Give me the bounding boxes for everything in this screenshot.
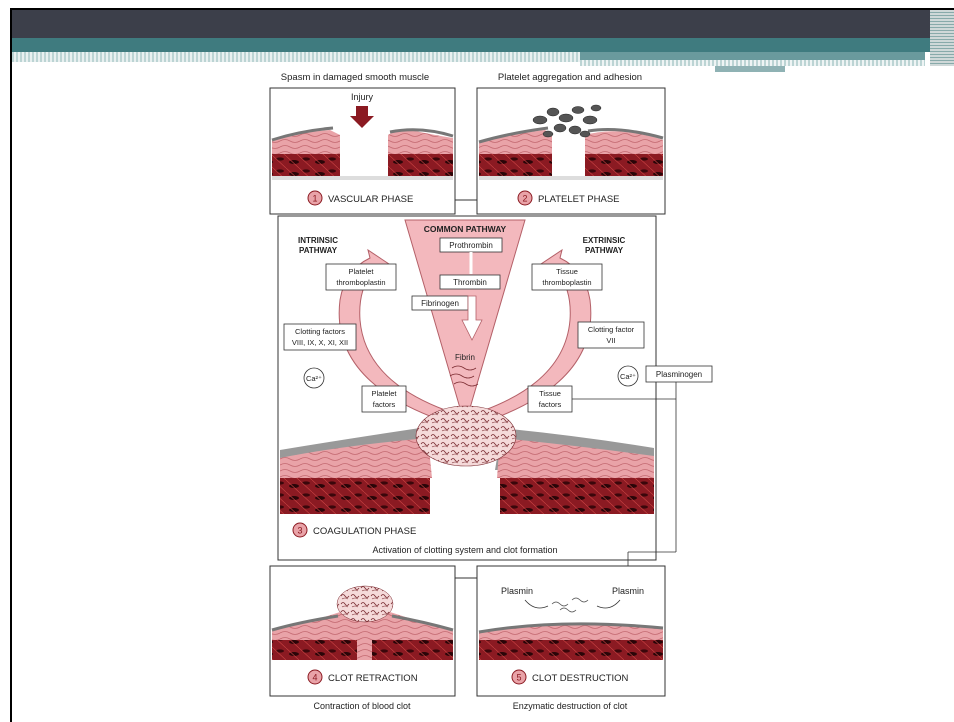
calcium-extrinsic: Ca²⁺	[620, 372, 636, 381]
phase-number-4: 4	[312, 673, 317, 683]
tissue-factors-line1: Tissue	[539, 389, 561, 398]
caption-vascular-spasm: Spasm in damaged smooth muscle	[281, 72, 429, 83]
phase-label-platelet: PLATELET PHASE	[538, 194, 620, 205]
platelet-factors-line1: Platelet	[371, 389, 397, 398]
phase-label-vascular: VASCULAR PHASE	[328, 194, 413, 205]
plasmin-left-label: Plasmin	[501, 586, 533, 596]
prothrombin-label: Prothrombin	[449, 241, 493, 250]
tissue-factors-line2: factors	[539, 400, 562, 409]
panel-vascular-phase: Injury 1 VASCULAR PHASE	[270, 88, 455, 214]
phase-number-5: 5	[516, 673, 521, 683]
caption-clot-enzymatic-destruction: Enzymatic destruction of clot	[513, 701, 628, 711]
clotting-factors-intrinsic-line2: VIII, IX, X, XI, XII	[292, 338, 348, 347]
clotting-factor-extrinsic-line1: Clotting factor	[588, 325, 635, 334]
caption-platelet-aggregation: Platelet aggregation and adhesion	[498, 72, 642, 83]
clotting-factors-intrinsic-line1: Clotting factors	[295, 327, 345, 336]
platelet-thromboplastin-line2: thromboplastin	[336, 278, 385, 287]
panel-clot-destruction: Plasmin Plasmin 5 CLOT DESTRUCTION Enzym…	[477, 566, 665, 711]
injury-label: Injury	[351, 92, 374, 102]
phase-number-1: 1	[312, 194, 317, 204]
caption-clot-contraction: Contraction of blood clot	[313, 701, 411, 711]
plasminogen-label: Plasminogen	[656, 370, 702, 379]
intrinsic-title-line2: PATHWAY	[299, 246, 338, 255]
thrombin-label: Thrombin	[453, 278, 487, 287]
extrinsic-title-line2: PATHWAY	[585, 246, 624, 255]
plasmin-right-label: Plasmin	[612, 586, 644, 596]
fibrinogen-label: Fibrinogen	[421, 299, 459, 308]
phase-number-3: 3	[297, 526, 302, 536]
extrinsic-title-line1: EXTRINSIC	[583, 236, 626, 245]
platelet-factors-line2: factors	[373, 400, 396, 409]
phase-label-clot-destruction: CLOT DESTRUCTION	[532, 673, 629, 684]
fibrin-label: Fibrin	[455, 353, 475, 362]
panel-platelet-phase: 2 PLATELET PHASE	[477, 88, 665, 214]
panel-clot-retraction: 4 CLOT RETRACTION Contraction of blood c…	[270, 566, 477, 711]
tissue-thromboplastin-line1: Tissue	[556, 267, 578, 276]
phase-label-clot-retraction: CLOT RETRACTION	[328, 673, 418, 684]
calcium-intrinsic: Ca²⁺	[306, 374, 322, 383]
common-pathway-title: COMMON PATHWAY	[424, 224, 507, 234]
phase-number-2: 2	[522, 194, 527, 204]
blood-clot	[416, 406, 516, 466]
platelet-thromboplastin-line1: Platelet	[348, 267, 374, 276]
coagulation-caption: Activation of clotting system and clot f…	[372, 545, 557, 555]
clotting-factor-extrinsic-line2: VII	[606, 336, 615, 345]
phase-label-coagulation: COAGULATION PHASE	[313, 526, 416, 537]
tissue-thromboplastin-line2: thromboplastin	[542, 278, 591, 287]
intrinsic-title-line1: INTRINSIC	[298, 236, 338, 245]
